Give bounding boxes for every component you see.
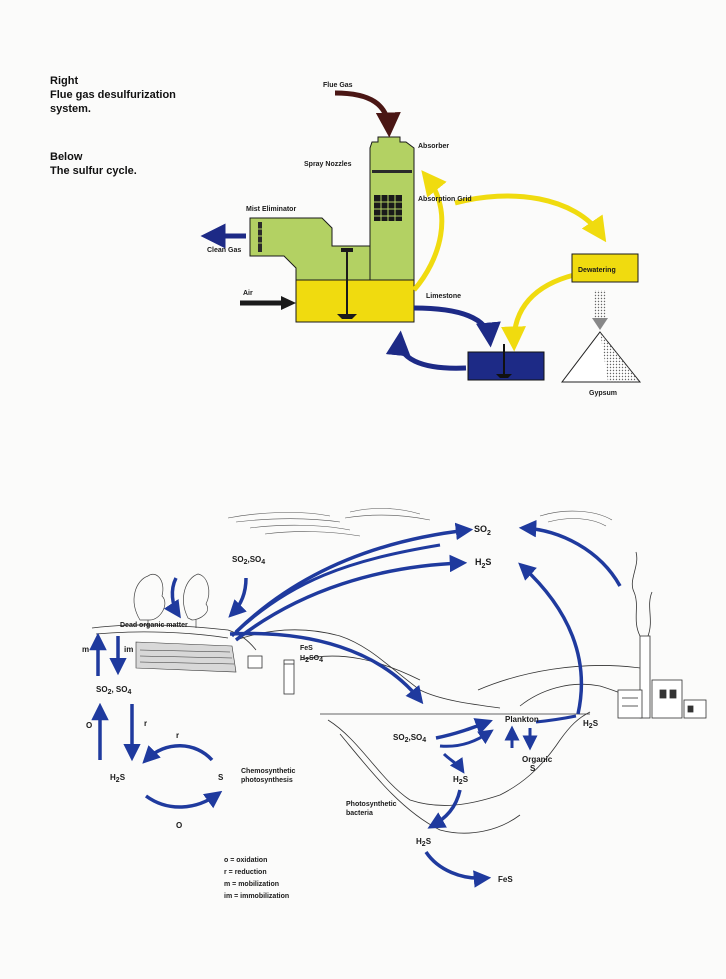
- label-mist-eliminator: Mist Eliminator: [246, 206, 296, 213]
- arrow-h2s-to-deep: [427, 789, 462, 829]
- label-h2s-top: H2S: [475, 557, 491, 570]
- label-h2s-left: H2S: [110, 773, 126, 784]
- label-h2s-right: H2S: [583, 719, 599, 730]
- label-fes-bottom: FeS: [498, 875, 513, 884]
- legend: o = oxidation r = reduction m = mobiliza…: [224, 857, 289, 900]
- label-chemo-2: photosynthesis: [241, 777, 293, 784]
- label-chemo-1: Chemosynthetic: [241, 768, 296, 775]
- soil-band: [135, 641, 237, 673]
- factory-sketch: [617, 551, 707, 719]
- arrow-so4-to-h2s: [442, 752, 465, 774]
- label-so2-top: SO2: [474, 524, 491, 537]
- label-spray-nozzles: Spray Nozzles: [304, 161, 352, 168]
- label-m: m: [82, 645, 89, 654]
- label-h2s-water: H2S: [453, 775, 469, 786]
- arrow-h2s-to-atmosphere: [518, 562, 584, 715]
- label-air: Air: [243, 290, 253, 297]
- label-so2so4-soil: SO2, SO4: [96, 685, 131, 696]
- label-o-left: O: [86, 721, 92, 730]
- mist-eliminator-vanes: [258, 222, 262, 252]
- tank-return-arrow: [385, 330, 467, 371]
- label-o-bottom: O: [176, 821, 182, 830]
- arrow-organic-to-h2s-right: [535, 714, 577, 724]
- caption-right-word: Right: [50, 75, 79, 87]
- arrow-air-to-tree: [163, 577, 181, 619]
- slurry-recycle-arrow: [412, 170, 447, 292]
- fgd-system: Flue Gas Absorber Spray Nozzles Absorpti…: [200, 82, 642, 397]
- label-gypsum: Gypsum: [589, 390, 617, 397]
- caption-right: Right Flue gas desulfurization system.: [50, 74, 176, 116]
- label-s-mid: S: [218, 773, 224, 782]
- label-photo-2: bacteria: [346, 810, 373, 817]
- label-so2so4-water: SO2,SO4: [393, 733, 426, 744]
- arrow-runoff-to-lake: [229, 631, 424, 705]
- arrow-water-to-plankton-b: [439, 729, 494, 748]
- arrow-factory-to-so2: [518, 519, 622, 587]
- limestone-to-tank-arrow: [413, 305, 501, 348]
- caption-right-text-2: system.: [50, 103, 91, 115]
- caption-right-text-1: Flue gas desulfurization: [50, 89, 176, 101]
- label-so2so4-air: SO2,SO4: [232, 555, 265, 566]
- arrow-air-to-land: [228, 577, 248, 618]
- slurry-to-dewatering-arrow: [454, 193, 607, 243]
- tree-sketch: [133, 573, 210, 628]
- arrow-arc-oxidation: [144, 790, 223, 809]
- label-absorption-grid: Absorption Grid: [418, 196, 472, 203]
- arrow-land-to-h2s: [234, 554, 468, 642]
- label-r-arc: r: [176, 731, 179, 740]
- arrow-water-to-plankton: [435, 718, 493, 740]
- arrow-land-to-so2-b: [230, 543, 441, 638]
- label-im: im: [124, 645, 133, 654]
- label-h2s-deep: H2S: [416, 837, 432, 848]
- label-fes-top: FeS: [300, 645, 313, 652]
- label-organic: Organic: [522, 755, 553, 764]
- legend-immobilization: im = immobilization: [224, 893, 289, 900]
- sulfur-cycle: SO2 H2S SO2,SO4 Dead organic matter m im…: [82, 508, 707, 900]
- gypsum-drop: [594, 290, 606, 320]
- absorption-grid: [374, 195, 402, 221]
- spray-nozzle-row: [372, 170, 412, 173]
- caption-below: Below The sulfur cycle.: [50, 150, 137, 178]
- label-flue-gas: Flue Gas: [323, 82, 353, 89]
- flue-gas-arrow: [334, 90, 401, 138]
- label-absorber: Absorber: [418, 143, 449, 150]
- caption-below-text: The sulfur cycle.: [50, 165, 137, 177]
- label-clean-gas: Clean Gas: [207, 247, 241, 254]
- cloud-sketch: [227, 508, 613, 537]
- dewatering-return-arrow: [501, 272, 575, 352]
- label-h2so4: H2SO4: [300, 655, 323, 664]
- arrow-deep-to-fes: [424, 850, 492, 888]
- label-plankton: Plankton: [505, 715, 539, 724]
- agitator: [337, 248, 357, 319]
- label-dead-organic: Dead organic matter: [120, 622, 188, 629]
- legend-mobilization: m = mobilization: [224, 881, 279, 888]
- legend-oxidation: o = oxidation: [224, 857, 267, 864]
- land-sketch: [91, 624, 651, 834]
- label-organic-s: S: [530, 764, 536, 773]
- label-photo-1: Photosynthetic: [346, 801, 397, 808]
- mine-sketch: [247, 655, 295, 695]
- legend-reduction: r = reduction: [224, 869, 267, 876]
- arrow-arc-reduction: [142, 744, 214, 764]
- dewatering-unit: [571, 253, 639, 283]
- caption-below-word: Below: [50, 151, 83, 163]
- label-limestone: Limestone: [426, 293, 461, 300]
- label-dewatering: Dewatering: [578, 267, 616, 274]
- label-r-left: r: [144, 719, 147, 728]
